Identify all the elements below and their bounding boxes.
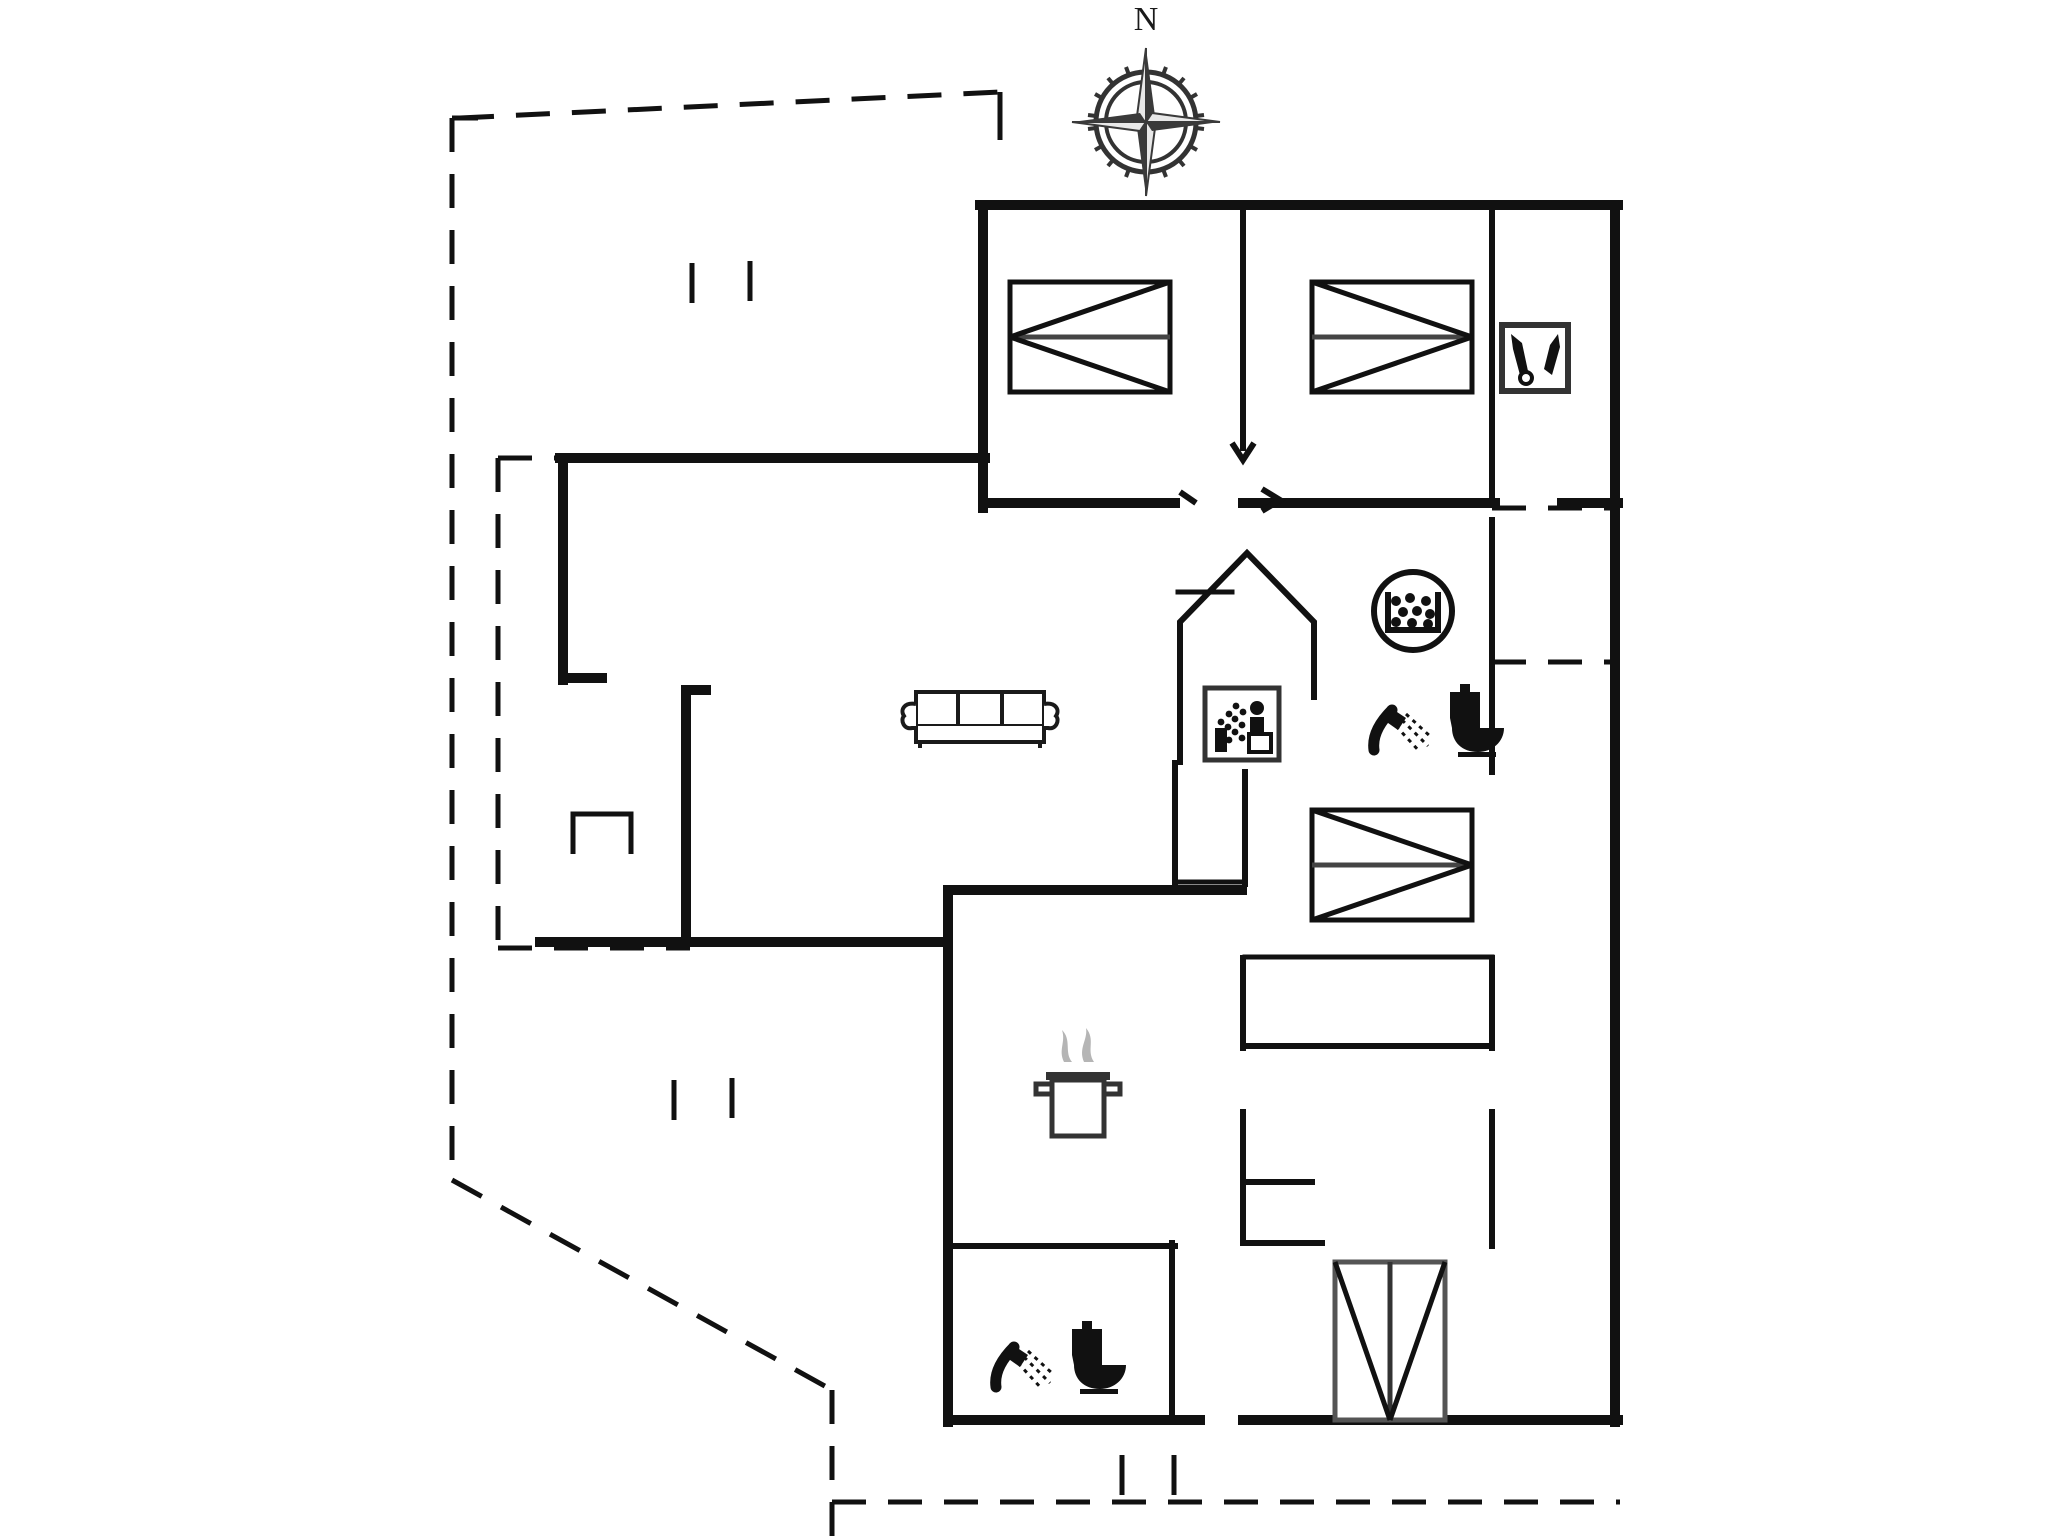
shower-icon	[990, 1341, 1056, 1393]
shower-spray	[1016, 1349, 1056, 1391]
bed-diagonal-upper	[1009, 279, 1171, 340]
pot-body	[1049, 1077, 1107, 1139]
shower-spray	[1394, 712, 1434, 754]
door-mark-bedroom1	[1178, 489, 1198, 506]
double-bed-icon	[1309, 807, 1475, 923]
bed-diagonal-lower	[1311, 334, 1473, 395]
sauna-gable-path	[1177, 548, 1317, 765]
toilet-bowl	[1450, 718, 1504, 752]
toilet-cistern	[1450, 692, 1480, 718]
sauna-steam-dots	[1217, 702, 1247, 744]
toilet-cistern	[1072, 1329, 1102, 1355]
toilet-flush-button	[1082, 1321, 1092, 1329]
toilet-icon	[1450, 684, 1504, 757]
terrace-corner-ticks	[452, 92, 1003, 140]
compass-point-e-bottom	[1144, 111, 1221, 123]
sofa-seat	[914, 726, 1046, 744]
toilet-flush-button	[1460, 684, 1470, 692]
shower-head	[1003, 1343, 1028, 1367]
toilet-bowl	[1072, 1355, 1126, 1389]
pot-lid	[1046, 1072, 1110, 1080]
compass-point-n-right	[1135, 47, 1147, 124]
steam-left	[1061, 1030, 1072, 1062]
cleaning-utility-icon	[1499, 322, 1571, 394]
compass-point-w-top	[1071, 121, 1148, 133]
sauna-person-head	[1250, 701, 1264, 715]
compass-north-label: N	[1134, 1, 1159, 38]
exterior-walls	[535, 200, 1623, 1427]
terrace-edge-top	[459, 89, 1001, 121]
whirlpool-bubbles	[1391, 593, 1435, 629]
compass-point-n-left	[1146, 48, 1155, 122]
sofa-arm-left	[900, 701, 917, 731]
compass-point-w-bottom	[1072, 113, 1146, 122]
door-mark-bedroom2	[1229, 441, 1257, 466]
window-marks	[671, 261, 1177, 1495]
double-bed-icon	[1007, 279, 1173, 395]
compass-rose: N	[1071, 1, 1221, 197]
compass-point-s-right	[1137, 122, 1146, 196]
bed-diagonal-right	[1387, 1261, 1448, 1421]
sauna-icon	[1202, 685, 1282, 763]
door-mark-hall	[1260, 486, 1286, 514]
sofa-icon	[900, 690, 1060, 748]
shower-head	[1381, 706, 1406, 730]
single-bed-icon	[1332, 1259, 1448, 1423]
broom-icon	[1511, 334, 1528, 375]
mop-icon	[1544, 334, 1560, 375]
sauna-bench	[1247, 732, 1273, 754]
fireplace-outline	[570, 811, 634, 854]
compass-point-e-top	[1146, 122, 1220, 131]
bed-diagonal-upper	[1311, 807, 1473, 868]
pot-handle-right	[1104, 1081, 1123, 1097]
sauna-gable-outline	[1177, 548, 1317, 765]
toilet-icon	[1072, 1321, 1126, 1394]
shower-icon	[1368, 704, 1434, 756]
pot-handle-left	[1033, 1081, 1052, 1097]
cooking-pot-icon	[1033, 1028, 1123, 1139]
terrace-edge-diagonal	[450, 1177, 834, 1393]
sauna-person-body	[1250, 717, 1264, 734]
compass-point-s-left	[1145, 120, 1157, 197]
door-opening-marks	[1178, 441, 1286, 514]
whirlpool-tub	[1385, 592, 1441, 633]
bed-diagonal-lower	[1009, 334, 1171, 395]
bed-diagonal-left	[1332, 1261, 1393, 1421]
fireplace-icon	[570, 811, 634, 854]
sauna-stove	[1215, 728, 1227, 752]
bed-diagonal-upper	[1311, 279, 1473, 340]
double-bed-icon	[1309, 279, 1475, 395]
whirlpool-icon	[1371, 569, 1455, 653]
toilet-base	[1080, 1389, 1118, 1394]
sofa-arm-right	[1043, 701, 1060, 731]
bed-diagonal-lower	[1311, 862, 1473, 923]
compass-star	[1071, 47, 1221, 197]
sofa-backrest	[914, 690, 1046, 728]
steam-right	[1082, 1028, 1094, 1062]
bucket-icon	[1518, 370, 1534, 386]
toilet-base	[1458, 752, 1496, 757]
compass-teeth	[1087, 64, 1205, 180]
